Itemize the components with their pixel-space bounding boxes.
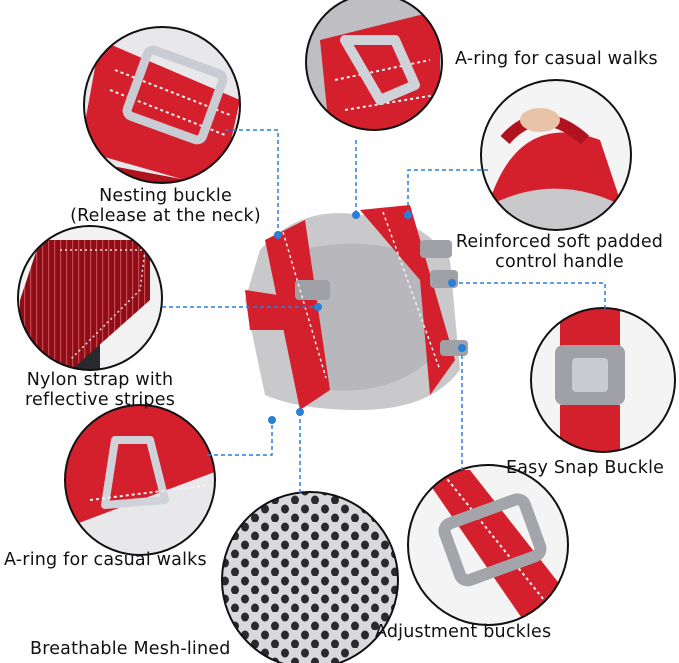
label-a-ring-bottom: A-ring for casual walks (4, 550, 207, 570)
label-nylon-line2: reflective stripes (24, 390, 176, 410)
leader-dots (268, 211, 466, 424)
label-adjustment-buckles: Adjustment buckles (375, 622, 552, 642)
nesting-buckle-detail (83, 26, 241, 184)
snap-buckle-detail (530, 307, 676, 453)
label-handle-line2: control handle (495, 252, 624, 272)
mesh-detail (221, 491, 399, 663)
label-handle: Reinforced soft padded control handle (452, 232, 667, 272)
label-nesting-buckle-line1: Nesting buckle (99, 186, 232, 206)
handle-detail (480, 79, 632, 231)
label-nylon-strap: Nylon strap with reflective stripes (5, 370, 195, 410)
nylon-strap-detail (17, 225, 163, 371)
leader-lines (162, 129, 606, 495)
label-nesting-buckle-line2: (Release at the neck) (70, 206, 261, 226)
label-nylon-line1: Nylon strap with (26, 370, 174, 390)
label-nesting-buckle: Nesting buckle (Release at the neck) (58, 186, 273, 226)
label-mesh: Breathable Mesh-lined (30, 639, 231, 659)
harness-image (245, 205, 468, 410)
label-handle-line1: Reinforced soft padded (455, 232, 664, 252)
label-a-ring-top: A-ring for casual walks (455, 49, 658, 69)
adjustment-buckle-detail (407, 464, 569, 626)
a-ring-top-detail (305, 0, 443, 131)
label-snap-buckle: Easy Snap Buckle (506, 458, 665, 478)
a-ring-bottom-detail (64, 404, 216, 556)
